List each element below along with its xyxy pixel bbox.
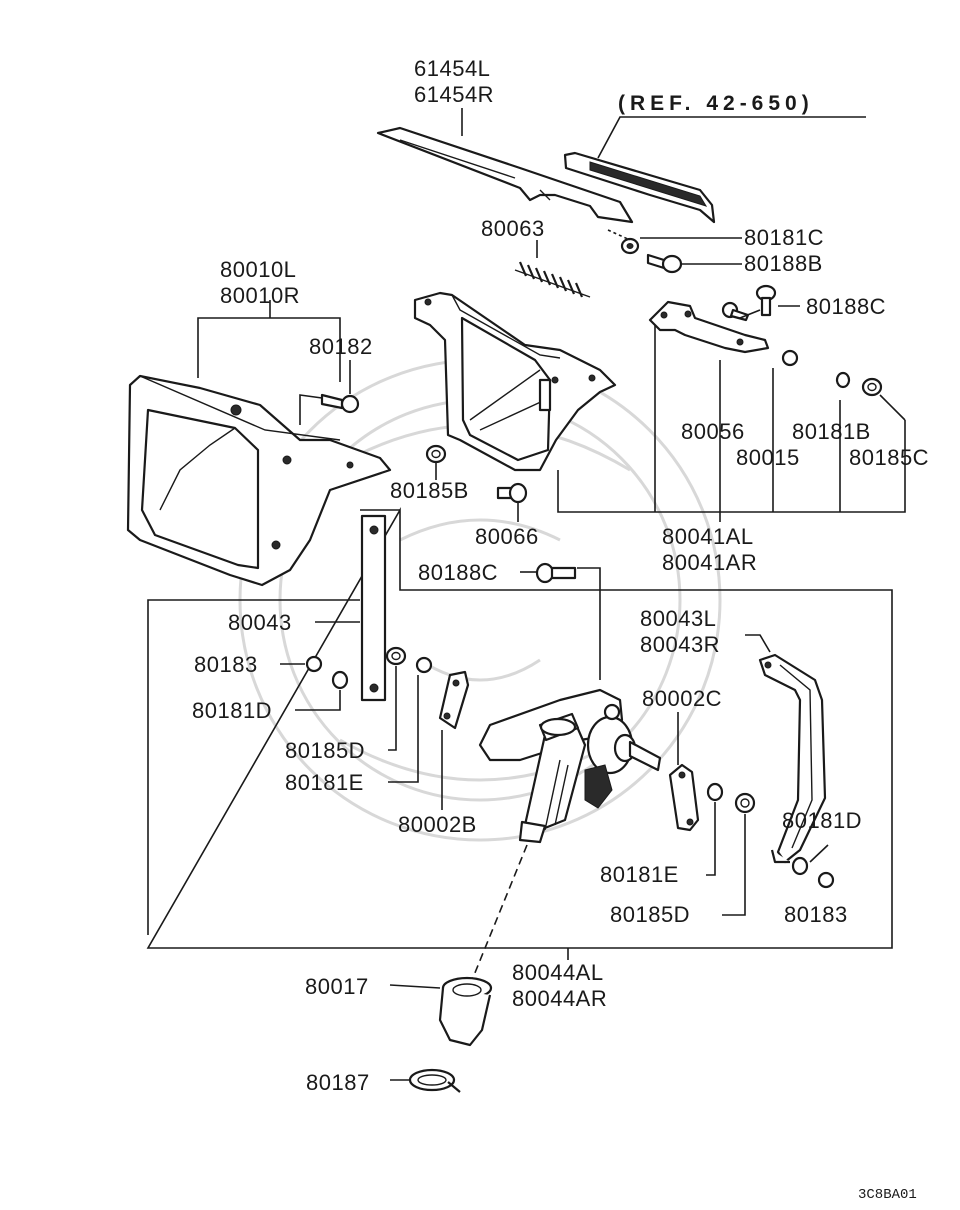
label-80043: 80043 — [228, 610, 292, 635]
label-80185D-left: 80185D — [285, 738, 365, 763]
part-80043-bar[interactable] — [360, 514, 387, 702]
label-80188C-mid: 80188C — [418, 560, 498, 585]
label-80183-left: 80183 — [194, 652, 258, 677]
part-80188B-bolt[interactable] — [646, 253, 683, 274]
label-80181E-right: 80181E — [600, 862, 679, 887]
leader-80010 — [197, 300, 341, 382]
label-80188C-top: 80188C — [806, 294, 886, 319]
label-61454L: 61454L — [414, 56, 490, 81]
label-80010L: 80010L — [220, 257, 296, 282]
part-80181C-washer[interactable] — [620, 237, 640, 255]
part-80002B-bracket[interactable] — [438, 670, 470, 730]
label-80181D-right: 80181D — [782, 808, 862, 833]
label-80002B: 80002B — [398, 812, 477, 837]
label-61454R: 61454R — [414, 82, 494, 107]
label-80041AL: 80041AL — [662, 524, 754, 549]
part-80041-frame[interactable] — [413, 291, 617, 472]
label-80181E-left: 80181E — [285, 770, 364, 795]
label-80187: 80187 — [306, 1070, 370, 1095]
part-80185C-nut[interactable] — [861, 377, 883, 397]
part-80056-bracket[interactable] — [648, 300, 770, 354]
label-80185D-right: 80185D — [610, 902, 690, 927]
part-80185D-nut-left[interactable] — [385, 646, 407, 666]
label-80056: 80056 — [681, 419, 745, 444]
part-80181B-washer[interactable] — [835, 371, 851, 389]
part-80185B-nut[interactable] — [425, 444, 447, 464]
part-80181D-washer-right[interactable] — [791, 856, 809, 876]
ref-note: (REF. 42-650) — [618, 92, 814, 115]
leader-ref — [597, 116, 866, 159]
label-80044AL: 80044AL — [512, 960, 604, 985]
part-80181E-washer-left[interactable] — [415, 656, 433, 674]
label-80063: 80063 — [481, 216, 545, 241]
label-80181C: 80181C — [744, 225, 824, 250]
part-80182-screw[interactable] — [320, 393, 360, 414]
image-code: 3C8BA01 — [858, 1187, 917, 1203]
part-ref-42-650-panel — [563, 151, 716, 224]
part-80188C-bolt-top[interactable] — [755, 284, 777, 317]
label-80010R: 80010R — [220, 283, 300, 308]
label-80043R: 80043R — [640, 632, 720, 657]
label-80188B: 80188B — [744, 251, 823, 276]
label-80182: 80182 — [309, 334, 373, 359]
label-80041AR: 80041AR — [662, 550, 757, 575]
part-61454-cover[interactable] — [376, 126, 634, 224]
part-leveling-motor[interactable] — [478, 688, 662, 844]
label-80185B: 80185B — [390, 478, 469, 503]
part-80010-housing[interactable] — [126, 374, 392, 587]
part-80066-bolt[interactable] — [496, 482, 528, 504]
part-80181E-washer-right[interactable] — [706, 782, 724, 802]
label-80015: 80015 — [736, 445, 800, 470]
leader-80041 — [557, 325, 906, 522]
label-80044AR: 80044AR — [512, 986, 607, 1011]
label-80181D-left: 80181D — [192, 698, 272, 723]
label-80002C: 80002C — [642, 686, 722, 711]
label-80043L: 80043L — [640, 606, 716, 631]
part-80017-socket[interactable] — [438, 976, 493, 1047]
part-80056-nut[interactable] — [721, 301, 750, 322]
part-80181D-washer-left[interactable] — [331, 670, 349, 690]
label-80185C: 80185C — [849, 445, 929, 470]
label-80066: 80066 — [475, 524, 539, 549]
part-80063-spring[interactable] — [514, 261, 591, 298]
part-80043LR-rod[interactable] — [758, 653, 827, 864]
label-80183-right: 80183 — [784, 902, 848, 927]
part-80183-washer-right[interactable] — [817, 871, 835, 889]
label-80017: 80017 — [305, 974, 369, 999]
part-80188C-bolt-mid[interactable] — [535, 562, 577, 584]
part-80187-clip[interactable] — [408, 1068, 461, 1093]
part-80185D-nut-right[interactable] — [734, 792, 756, 814]
assembly-box-80044 — [146, 507, 893, 960]
part-80183-washer-left[interactable] — [305, 655, 323, 673]
part-80002C-bracket[interactable] — [668, 763, 700, 832]
label-80181B: 80181B — [792, 419, 871, 444]
part-80015-clip[interactable] — [781, 349, 799, 367]
